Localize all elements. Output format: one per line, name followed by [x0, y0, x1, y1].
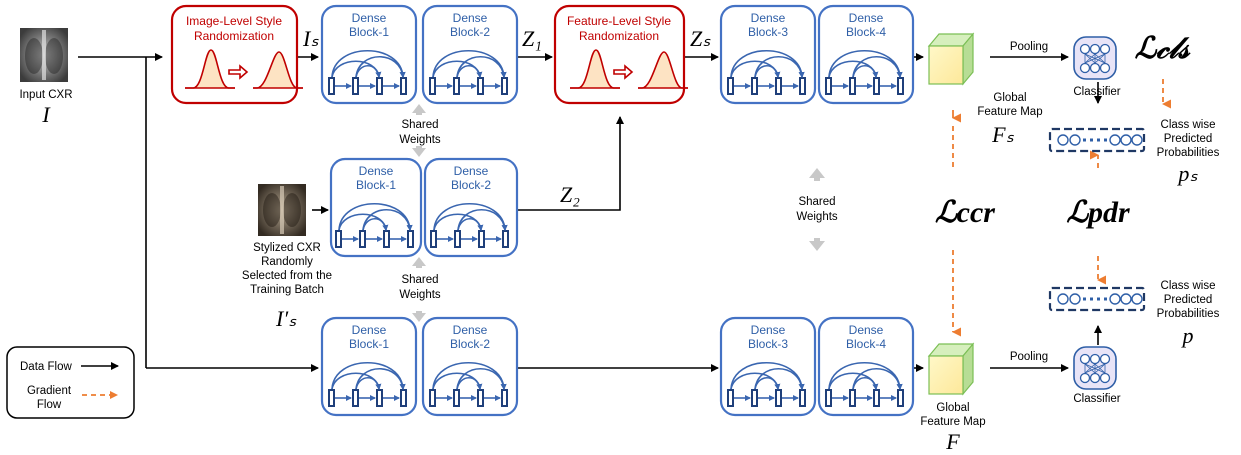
legend-data-flow-label: Data Flow	[20, 361, 72, 373]
input-symbol: I	[41, 102, 51, 127]
feature-style-title-line2: Randomization	[579, 29, 659, 43]
global-label: Global	[936, 402, 969, 414]
loss-ccr: ℒccr	[935, 196, 995, 229]
block-label: Block-4	[846, 25, 886, 39]
image-level-style-randomization-block: Image-Level Style Randomization	[170, 4, 304, 105]
weights-label: Weights	[399, 134, 441, 146]
dense-label: Dense	[849, 323, 884, 337]
dense-label: Dense	[751, 323, 786, 337]
shared-label: Shared	[401, 119, 438, 131]
feature-style-title-line1: Feature-Level Style	[567, 14, 671, 28]
stylized-cxr-symbol: I′ₛ	[275, 306, 297, 331]
zs-symbol: Zₛ	[690, 26, 711, 51]
weights-label: Weights	[796, 211, 838, 223]
classifier-label: Classifier	[1073, 393, 1120, 405]
probabilities-label: Probabilities	[1157, 308, 1220, 320]
block-label: Block-2	[450, 337, 490, 351]
predicted-label: Predicted	[1164, 294, 1213, 306]
legend-gradient-label-line2: Flow	[37, 399, 62, 411]
connection-lines	[78, 53, 1102, 372]
image-style-title-line1: Image-Level Style	[186, 14, 282, 28]
dense-label: Dense	[751, 11, 786, 25]
input-cxr-image	[20, 28, 68, 82]
stylized-image-symbol: Iₛ	[302, 26, 319, 51]
pooling-label: Pooling	[1010, 351, 1048, 363]
stylized-cxr-label-line1: Stylized CXR	[253, 242, 321, 254]
legend-gradient-label-line1: Gradient	[27, 385, 72, 397]
feature-map-label: Feature Map	[920, 416, 985, 428]
dense-block-4-bottom: Dense Block-4	[817, 316, 915, 417]
dense-label: Dense	[352, 323, 387, 337]
stylized-cxr-label-line3: Selected from the	[242, 270, 332, 282]
dense-block-1-middle: Dense Block-1	[329, 157, 423, 258]
gradient-flows	[952, 79, 1171, 337]
block-label: Block-1	[349, 25, 389, 39]
block-label: Block-4	[846, 337, 886, 351]
dense-label: Dense	[453, 11, 488, 25]
feature-map-label: Feature Map	[977, 106, 1042, 118]
shared-label: Shared	[798, 196, 835, 208]
image-style-title-line2: Randomization	[194, 29, 274, 43]
ps-symbol: pₛ	[1176, 161, 1198, 186]
input-cxr-label: Input CXR	[19, 89, 72, 101]
f-symbol: F	[945, 429, 960, 454]
block-label: Block-2	[450, 25, 490, 39]
dense-block-1-top: Dense Block-1	[320, 4, 418, 105]
classifier-label: Classifier	[1073, 86, 1120, 98]
dense-block-3-top: Dense Block-3	[719, 4, 817, 105]
probability-vector-top	[1048, 127, 1146, 153]
dense-label: Dense	[453, 323, 488, 337]
dense-block-3-bottom: Dense Block-3	[719, 316, 817, 417]
dense-label: Dense	[849, 11, 884, 25]
loss-cls: ℒ𝒸𝓁𝓈	[1135, 32, 1192, 65]
dense-label: Dense	[352, 11, 387, 25]
dense-label: Dense	[359, 164, 394, 178]
shared-label: Shared	[401, 274, 438, 286]
block-label: Block-2	[451, 178, 491, 192]
z2-symbol: Z₂	[560, 182, 580, 207]
legend: Data Flow Gradient Flow	[6, 346, 135, 419]
block-label: Block-1	[349, 337, 389, 351]
dense-block-2-top: Dense Block-2	[421, 4, 519, 105]
dense-block-4-top: Dense Block-4	[817, 4, 915, 105]
predicted-label: Predicted	[1164, 133, 1213, 145]
global-feature-map-cube-top	[928, 33, 974, 85]
probability-vector-bottom	[1048, 286, 1146, 312]
classifier-icon-bottom	[1073, 346, 1117, 390]
global-feature-map-cube-bottom	[928, 343, 974, 395]
class-wise-label: Class wise	[1161, 119, 1216, 131]
weights-label: Weights	[399, 289, 441, 301]
feature-level-style-randomization-block: Feature-Level Style Randomization	[553, 4, 689, 105]
probabilities-label: Probabilities	[1157, 147, 1220, 159]
dense-block-2-middle: Dense Block-2	[423, 157, 519, 258]
global-label: Global	[993, 92, 1026, 104]
dense-block-2-bottom: Dense Block-2	[421, 316, 519, 417]
dense-label: Dense	[454, 164, 489, 178]
stylized-cxr-label-line4: Training Batch	[250, 284, 324, 296]
stylized-cxr-image	[258, 184, 306, 236]
block-label: Block-3	[748, 25, 788, 39]
shared-weight-arrows	[412, 104, 825, 322]
z1-symbol: Z₁	[522, 26, 542, 51]
class-wise-label: Class wise	[1161, 280, 1216, 292]
p-symbol: p	[1181, 323, 1194, 348]
dense-block-1-bottom: Dense Block-1	[320, 316, 418, 417]
stylized-cxr-label-line2: Randomly	[261, 256, 313, 268]
loss-pdr: ℒpdr	[1066, 196, 1130, 229]
fs-symbol: Fₛ	[991, 122, 1014, 147]
pooling-label: Pooling	[1010, 41, 1048, 53]
block-label: Block-3	[748, 337, 788, 351]
classifier-icon-top	[1073, 36, 1117, 80]
block-label: Block-1	[356, 178, 396, 192]
